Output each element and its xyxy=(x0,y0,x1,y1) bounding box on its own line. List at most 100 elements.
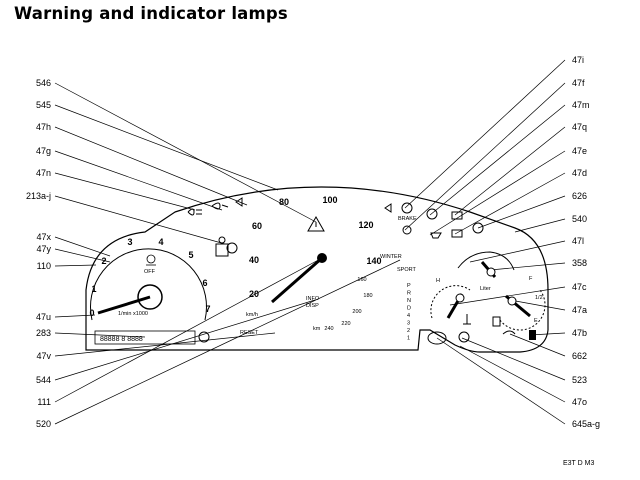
leader-line xyxy=(54,264,97,267)
figure-code: E3T D M3 xyxy=(563,460,594,467)
callout-label-left: 546 xyxy=(36,78,51,88)
leader-line xyxy=(469,240,566,263)
tachometer-needle xyxy=(97,295,151,315)
winter-label: WINTER xyxy=(380,254,402,260)
leader-line xyxy=(54,259,401,425)
gear-letter: N xyxy=(407,298,411,304)
callout-label-left: 283 xyxy=(36,328,51,338)
fuel-unit-label: Liter xyxy=(480,286,491,292)
temperature-h-label: H xyxy=(436,278,440,284)
speed-tick-label: 240 xyxy=(324,326,333,332)
turn-left-icon xyxy=(235,197,243,207)
gear-letter: D xyxy=(407,306,411,312)
leader-line xyxy=(489,262,566,271)
speedometer-needle xyxy=(271,256,323,304)
brake-pad-icon xyxy=(458,331,470,343)
oil-pressure-icon xyxy=(430,232,442,239)
callout-label-left: 110 xyxy=(37,261,51,271)
leader-line xyxy=(54,236,111,257)
leader-line xyxy=(429,104,566,216)
upper-right-gauge: Liter xyxy=(457,251,515,292)
callout-label-left: 213a-j xyxy=(26,191,51,201)
airbag-icon xyxy=(215,236,238,257)
gear-letter: R xyxy=(407,291,411,297)
rpm-tick-label: 1 xyxy=(91,284,96,294)
handbrake-icon xyxy=(426,208,438,220)
sport-label: SPORT xyxy=(397,267,416,273)
callout-label-left: 47g xyxy=(36,146,51,156)
callout-label-right: 47e xyxy=(572,146,587,156)
brake-label: BRAKE xyxy=(398,216,417,222)
leader-line xyxy=(54,332,276,357)
leader-line xyxy=(54,126,248,206)
seatbelt-icon xyxy=(472,222,484,234)
callout-label-right: 47i xyxy=(572,55,584,65)
leader-line xyxy=(54,195,226,245)
leader-line xyxy=(509,299,566,311)
speed-tick-label: 60 xyxy=(252,221,262,231)
leader-line xyxy=(54,332,146,338)
callout-label-left: 47u xyxy=(36,312,51,322)
disp-label: DISP xyxy=(306,303,319,309)
rpm-unit-label: 1/min x1000 xyxy=(118,311,148,317)
callout-label-right: 47a xyxy=(572,305,587,315)
leader-lines xyxy=(54,59,566,425)
odometer-readout: 88888 8 8888 xyxy=(100,336,143,343)
abs-icon xyxy=(402,225,412,235)
fuel-f-label: F xyxy=(529,276,533,282)
speed-tick-label: 200 xyxy=(352,309,361,315)
speed-tick-label: 120 xyxy=(358,220,373,230)
reset-knob-icon xyxy=(198,331,210,343)
callout-label-right: 47f xyxy=(572,78,585,88)
rpm-tick-label: 3 xyxy=(127,237,132,247)
page-title: Warning and indicator lamps xyxy=(14,4,288,23)
rpm-tick-label: 7 xyxy=(205,304,210,314)
battery-icon xyxy=(451,211,463,220)
callout-label-left: 47n xyxy=(36,168,51,178)
rpm-tick-label: 4 xyxy=(158,237,163,247)
leader-line xyxy=(459,345,566,403)
gear-letter: 3 xyxy=(407,321,410,327)
callout-label-left: 520 xyxy=(36,419,51,429)
leader-line xyxy=(454,126,566,216)
leader-line xyxy=(404,59,566,209)
callout-label-right: 626 xyxy=(572,191,587,201)
fuel-half-label: 1/2 xyxy=(535,295,543,301)
leader-line xyxy=(54,299,316,381)
speed-tick-label: 40 xyxy=(249,255,259,265)
callout-label-left: 47x xyxy=(36,232,51,242)
brake-warning-icon: BRAKE xyxy=(398,202,417,222)
speed-tick-label: 180 xyxy=(363,293,372,299)
callout-label-left: 47y xyxy=(36,244,51,254)
callout-label-left: 47h xyxy=(36,122,51,132)
callout-label-right: 645a-g xyxy=(572,419,600,429)
cluster-outline xyxy=(85,186,549,353)
callout-label-right: 47o xyxy=(572,397,587,407)
speed-tick-label: 140 xyxy=(366,256,381,266)
esp-off-label: OFF xyxy=(144,269,156,275)
cruise-control-icon xyxy=(427,331,447,345)
leader-line xyxy=(429,150,566,236)
callout-label-right: 358 xyxy=(572,258,587,268)
callout-label-right: 47c xyxy=(572,282,587,292)
info-label: INFO xyxy=(306,296,320,302)
leader-line xyxy=(514,218,566,233)
gear-letter: 4 xyxy=(407,313,410,319)
leader-line xyxy=(404,82,566,231)
high-beam-icon xyxy=(187,208,202,216)
callout-label-left: 545 xyxy=(36,100,51,110)
rpm-tick-label: 0 xyxy=(89,308,94,318)
gear-letter: 2 xyxy=(407,328,410,334)
turn-right-icon xyxy=(384,203,392,213)
speed-tick-label: 100 xyxy=(322,195,337,205)
glow-plug-icon xyxy=(502,330,516,335)
callout-label-left: 47v xyxy=(36,351,51,361)
leader-line xyxy=(54,257,323,403)
rpm-tick-label: 2 xyxy=(101,256,106,266)
callout-label-right: 662 xyxy=(572,351,587,361)
rpm-tick-label: 6 xyxy=(202,278,207,288)
leader-line xyxy=(454,172,566,235)
fuel-e-label: E xyxy=(534,318,538,324)
